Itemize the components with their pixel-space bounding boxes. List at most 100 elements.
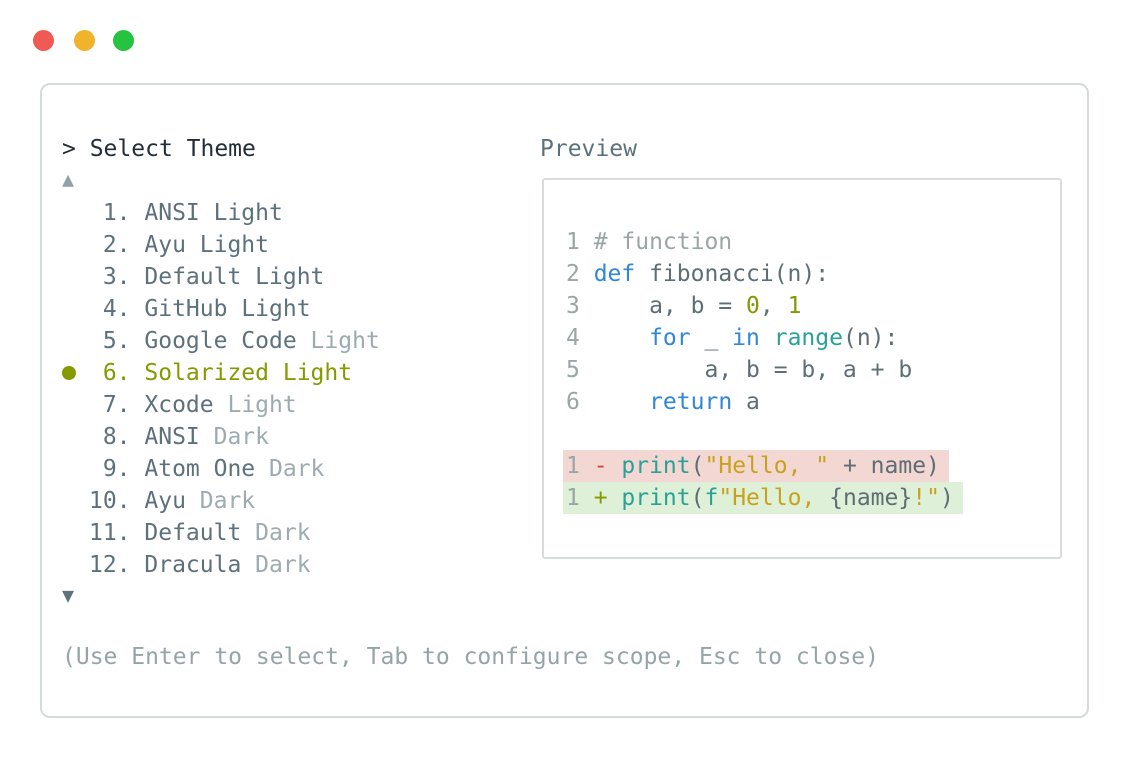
theme-item-variant: Light [185,232,270,258]
theme-list-item[interactable]: 8.ANSI Dark [42,421,522,453]
theme-item-number: 12. [89,552,131,578]
theme-item-number: 10. [89,488,131,514]
code-line [566,418,963,450]
theme-list-item[interactable]: 5.Google Code Light [42,325,522,357]
code-token: in [732,325,760,351]
code-token [594,325,649,351]
theme-item-variant: Dark [199,424,270,450]
theme-list-item[interactable]: 11.Default Dark [42,517,522,549]
selected-bullet-icon [62,366,76,380]
theme-item-number: 1. [102,200,131,226]
theme-list-item[interactable]: 3. Default Light [42,261,522,293]
theme-item-name: Xcode [144,392,214,418]
code-token: ) [939,485,954,511]
theme-item-variant: Light [241,264,325,290]
line-number: 3 [566,293,580,319]
theme-item-variant: Light [213,392,297,418]
theme-item-name: Default [144,520,242,546]
code-line: 5 a, b = b, a + b [566,354,963,386]
code-token: f [704,485,719,511]
theme-item-number: 3. [102,264,131,290]
theme-item-name: Google Code [144,328,297,354]
code-line: 1# function [566,226,963,258]
theme-list-item[interactable]: 2. Ayu Light [42,229,522,261]
theme-item-name: Default [144,264,242,290]
code-token: fibonacci(n): [635,261,830,287]
theme-item-number: 9. [102,456,131,482]
theme-item-name: GitHub [144,296,228,322]
traffic-light-minimize[interactable] [74,30,95,51]
theme-item-name: Solarized [144,360,269,386]
code-token: 0 [746,293,760,319]
code-token: def [593,261,636,287]
code-token: return [649,389,733,415]
theme-list-item[interactable]: 9.Atom One Dark [42,453,522,485]
theme-item-number: 2. [102,232,131,258]
theme-item-variant: Light [296,328,380,354]
code-token: # function [593,229,733,255]
theme-item-variant: Dark [185,488,256,514]
code-token [594,389,649,415]
code-token: ( [690,453,705,479]
code-token: 1 [787,293,802,319]
line-number: 1 [566,453,580,479]
theme-list-item[interactable]: 10. Ayu Dark [42,485,522,517]
theme-item-name: ANSI [144,424,200,450]
theme-item-variant: Dark [241,552,311,578]
line-number: 6 [566,389,580,415]
prompt-chevron-icon: > [62,136,76,162]
theme-item-number: 7. [102,392,131,418]
diff-highlight: 1- print("Hello, " + name) [563,450,949,482]
theme-list: 1. ANSI Light 2. Ayu Light 3. Default Light 4.… [42,197,522,581]
code-line: 6 return a [566,386,963,418]
code-token: + [593,485,622,511]
dialog-header: >Select Theme [62,133,256,165]
code-line: 4 for _ in range(n): [566,322,963,354]
theme-list-item[interactable]: 7. Xcode Light [42,389,522,421]
theme-list-item[interactable]: 6. Solarized Light [42,357,522,389]
theme-list-item[interactable]: 12. Dracula Dark [42,549,522,581]
theme-item-name: ANSI [144,200,200,226]
code-token [760,325,774,351]
theme-item-number: 11. [89,520,131,546]
theme-item-name: Dracula [144,552,242,578]
theme-item-variant: Light [199,200,283,226]
code-token: print [621,453,691,479]
code-token: a [732,389,760,415]
code-token: !" [912,485,940,511]
line-number: 2 [566,261,580,287]
line-number: 1 [566,485,580,511]
code-diff-line-removed: 1- print("Hello, " + name) [563,450,963,482]
code-token: print [621,485,691,511]
theme-item-name: Ayu [144,232,186,258]
theme-item-number: 4. [102,296,131,322]
code-token: , [759,293,788,319]
code-token: a, b = b, a + b [593,357,913,383]
theme-list-item[interactable]: 4.GitHub Light [42,293,522,325]
theme-item-name: Ayu [144,488,186,514]
footer-hint: (Use Enter to select, Tab to configure s… [62,644,879,670]
code-token: {name} [829,485,913,511]
code-token: + name) [829,453,940,479]
traffic-light-zoom[interactable] [113,30,134,51]
theme-item-variant: Light [269,360,353,386]
code-token: "Hello, [718,485,830,511]
code-token: - [593,453,622,479]
code-token: a, b = [593,293,747,319]
code-line: 2 def fibonacci(n): [566,258,963,290]
line-number: 5 [566,357,580,383]
scroll-up-icon[interactable]: ▲ [62,167,75,191]
theme-item-variant: Dark [255,456,325,482]
code-token: range [773,325,843,351]
theme-item-number: 6. [102,360,131,386]
code-token: _ [690,325,733,351]
line-number: 4 [566,325,580,351]
theme-list-item[interactable]: 1. ANSI Light [42,197,522,229]
scroll-down-icon[interactable]: ▼ [62,583,75,607]
code-token: for [649,325,691,351]
traffic-light-close[interactable] [33,30,54,51]
diff-highlight: 1+ print(f"Hello, {name}!") [563,482,963,514]
